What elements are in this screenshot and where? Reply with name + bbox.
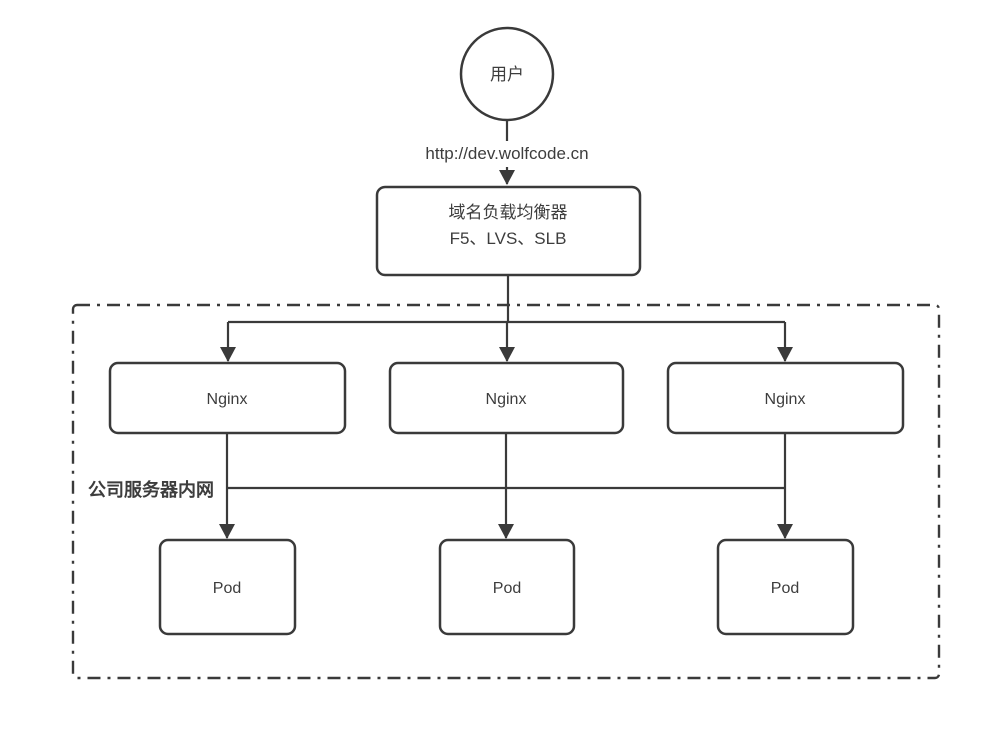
request-url-label: http://dev.wolfcode.cn	[425, 144, 588, 163]
nginx-node-1-label: Nginx	[207, 391, 248, 408]
pod-node-1-label: Pod	[213, 580, 241, 597]
pod-node-2	[438, 538, 576, 636]
nginx-node-2-label: Nginx	[486, 391, 527, 408]
load-balancer-title: 域名负载均衡器	[449, 203, 568, 222]
pod-node-2-label: Pod	[493, 580, 521, 597]
intranet-label: 公司服务器内网	[88, 479, 214, 500]
pod-node-1	[158, 538, 297, 636]
pod-node-3	[716, 538, 855, 636]
intranet-boundary	[71, 303, 941, 680]
user-node-label: 用户	[490, 65, 524, 84]
pod-node-3-label: Pod	[771, 580, 799, 597]
load-balancer-subtitle: F5、LVS、SLB	[450, 229, 567, 248]
nginx-node-3-label: Nginx	[765, 391, 806, 408]
